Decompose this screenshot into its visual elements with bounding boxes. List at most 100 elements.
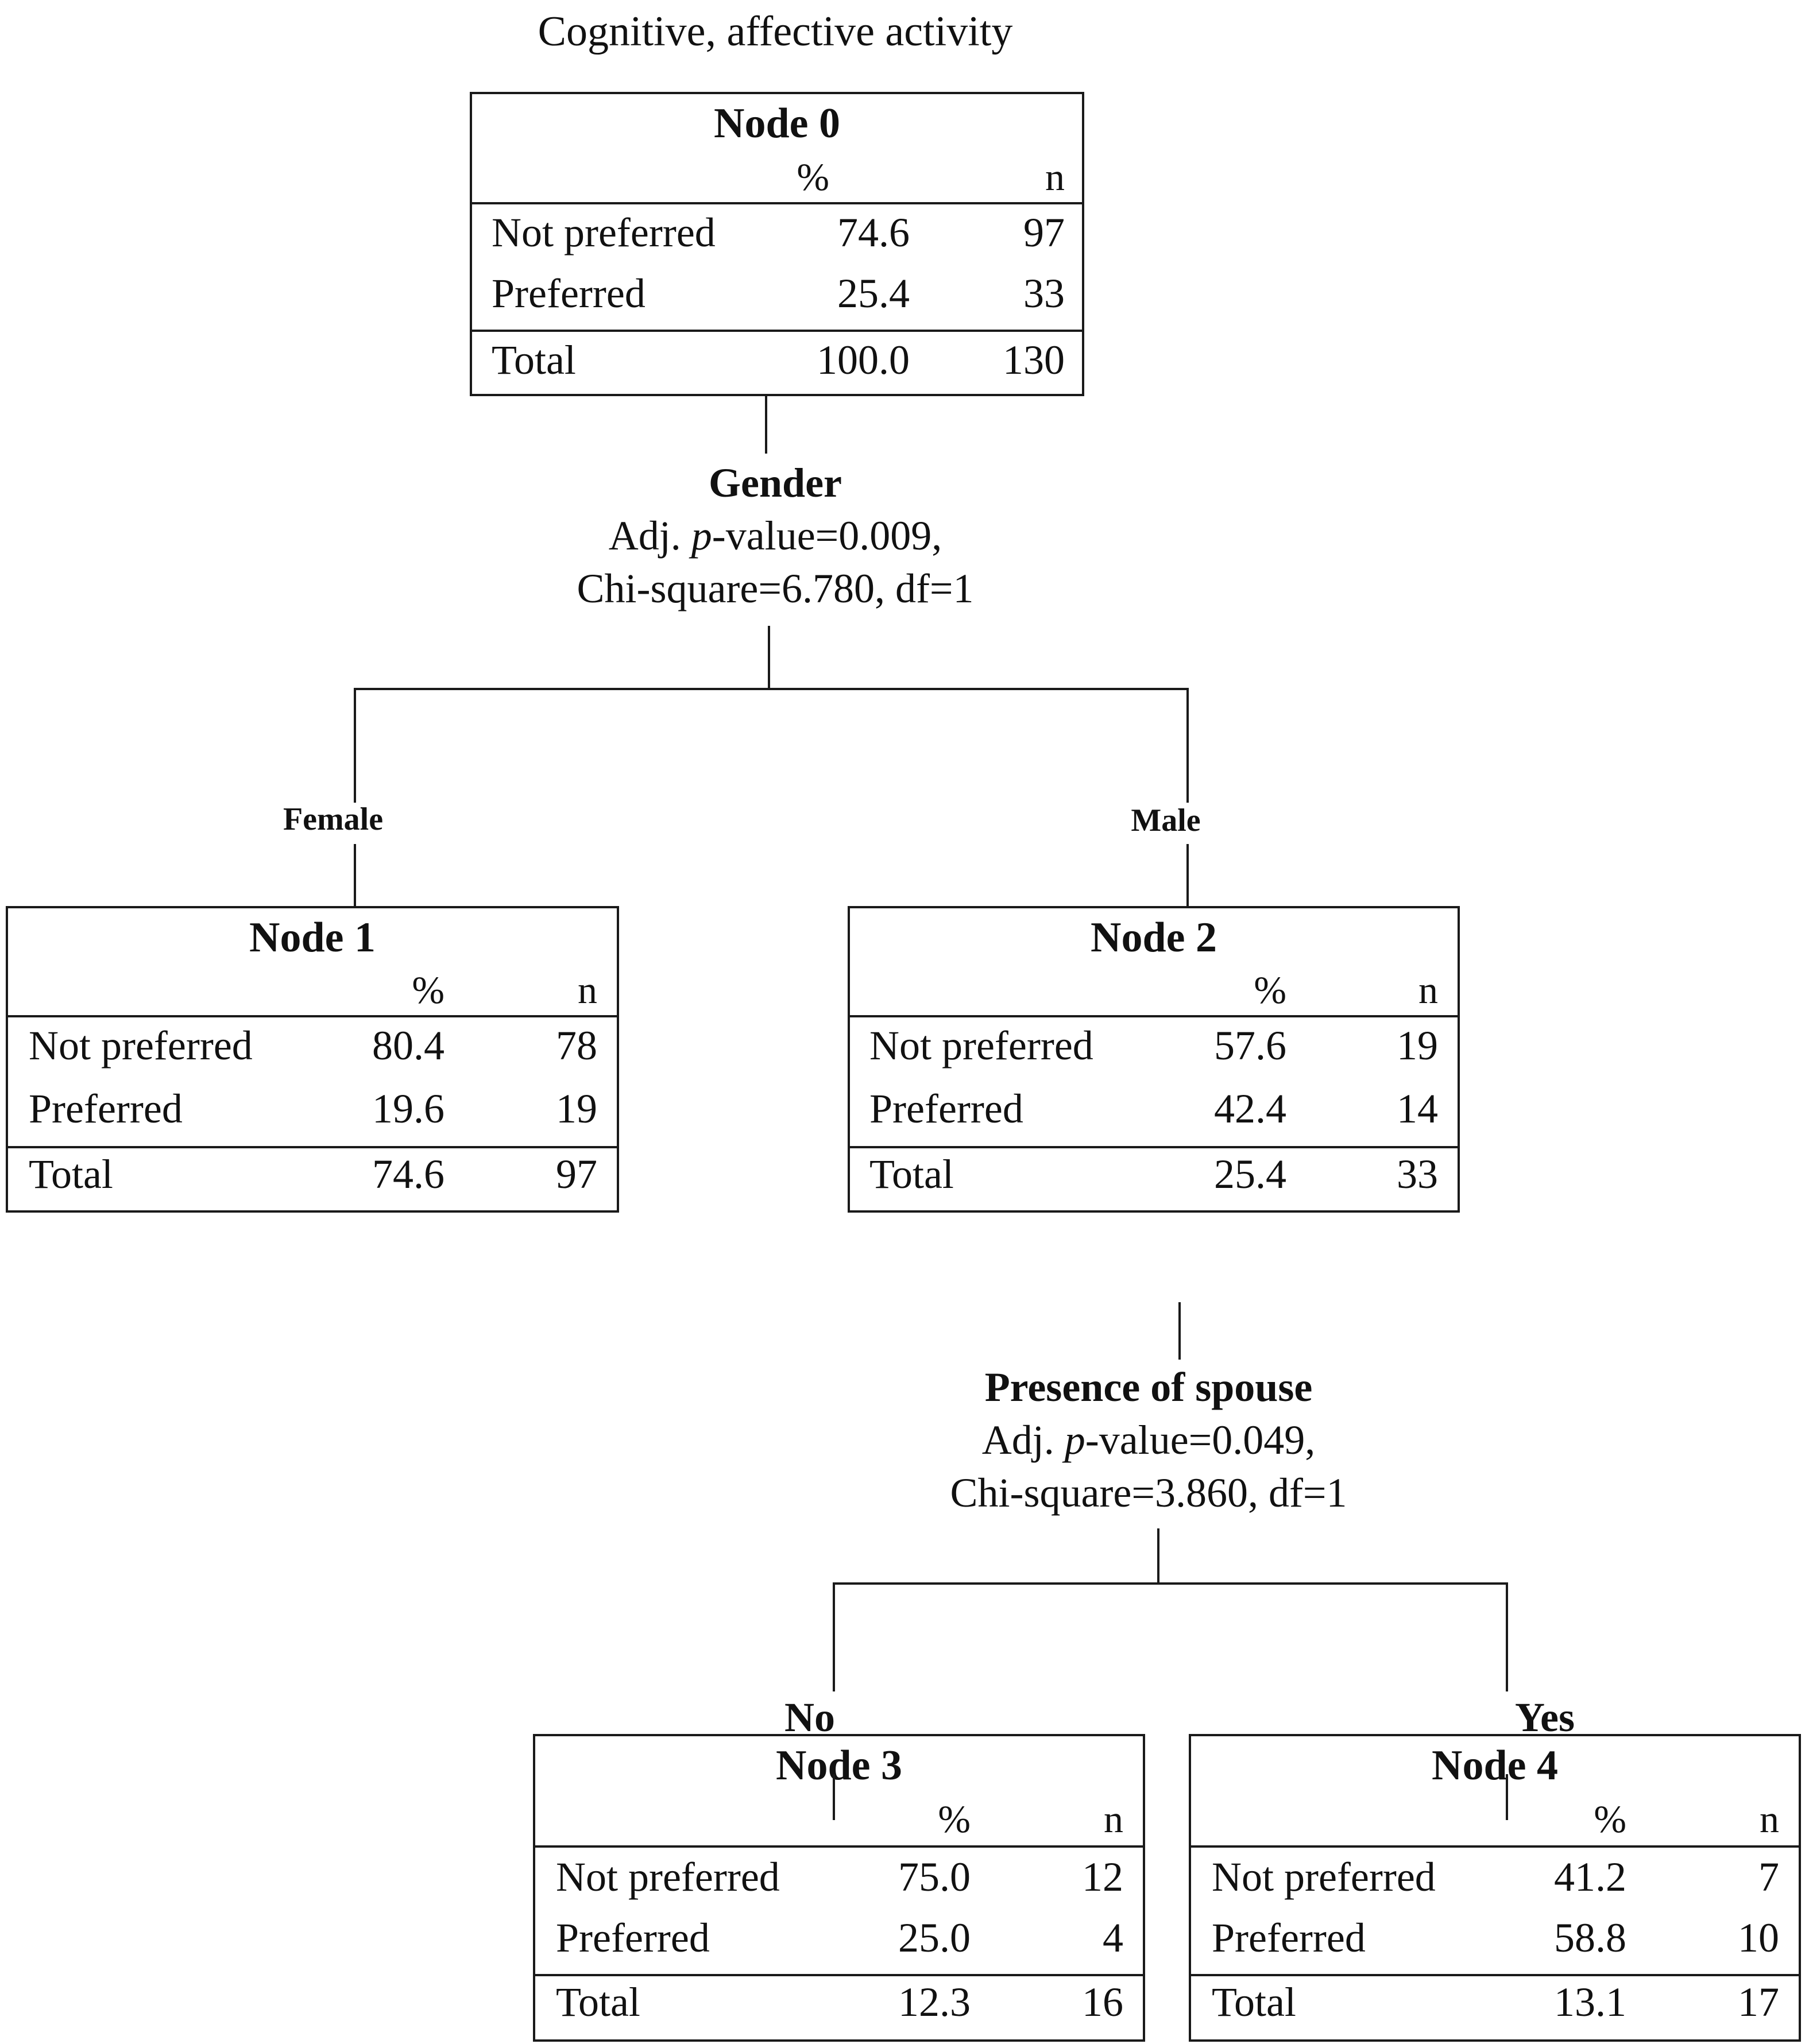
- row-label-preferred: Preferred: [29, 1086, 183, 1132]
- total-divider: [850, 1146, 1458, 1148]
- split-gender: Gender Adj. p-value=0.009, Chi-square=6.…: [402, 456, 1149, 615]
- n-header: n: [1418, 968, 1438, 1012]
- node-title: Node 0: [714, 100, 840, 147]
- row-label-not-preferred: Not preferred: [492, 210, 716, 256]
- row-label-total: Total: [556, 1979, 640, 2025]
- split-p-value: Adj. p-value=0.049,: [747, 1414, 1551, 1466]
- preferred-pct: 58.8: [1554, 1915, 1626, 1961]
- row-label-preferred: Preferred: [556, 1915, 710, 1961]
- connector-line: [1186, 688, 1189, 803]
- pct-header: %: [1254, 968, 1286, 1012]
- branch-label-female: Female: [283, 802, 384, 837]
- connector-line: [354, 688, 356, 803]
- branch-label-no: No: [784, 1694, 835, 1740]
- connector-line: [833, 1582, 1508, 1585]
- preferred-n: 4: [1103, 1915, 1123, 1961]
- connector-line: [833, 1582, 835, 1691]
- pct-header: %: [1594, 1797, 1626, 1841]
- preferred-pct: 19.6: [372, 1086, 444, 1132]
- total-n: 16: [1082, 1979, 1123, 2025]
- connector-line: [768, 626, 770, 689]
- total-pct: 12.3: [898, 1979, 971, 2025]
- row-label-preferred: Preferred: [492, 270, 645, 316]
- split-p-value: Adj. p-value=0.009,: [402, 509, 1149, 562]
- total-pct: 25.4: [1214, 1151, 1286, 1197]
- preferred-n: 10: [1738, 1915, 1779, 1961]
- node-0-table: Node 0 % n Not preferred 74.6 97 Preferr…: [470, 92, 1084, 396]
- branch-label-male: Male: [1131, 803, 1201, 838]
- p-italic: p: [691, 513, 712, 559]
- row-label-total: Total: [1212, 1979, 1296, 2025]
- header-divider: [535, 1845, 1143, 1848]
- row-label-not-preferred: Not preferred: [556, 1854, 780, 1900]
- row-label-total: Total: [869, 1151, 954, 1197]
- node-title: Node 3: [776, 1742, 902, 1789]
- connector-line: [1186, 844, 1189, 907]
- split-chi-square: Chi-square=6.780, df=1: [577, 566, 974, 611]
- not-preferred-pct: 41.2: [1554, 1854, 1626, 1900]
- row-label-total: Total: [29, 1151, 113, 1197]
- connector-line: [354, 844, 356, 907]
- total-pct: 74.6: [372, 1151, 444, 1197]
- bottom-border: [1191, 2039, 1799, 2042]
- connector-line: [1157, 1528, 1159, 1584]
- total-n: 130: [1003, 337, 1065, 383]
- not-preferred-n: 78: [556, 1023, 597, 1069]
- header-divider: [8, 1015, 617, 1017]
- node-title: Node 4: [1432, 1742, 1558, 1789]
- split-presence-of-spouse: Presence of spouse Adj. p-value=0.049, C…: [747, 1361, 1551, 1519]
- preferred-n: 19: [556, 1086, 597, 1132]
- preferred-pct: 42.4: [1214, 1086, 1286, 1132]
- connector-line: [765, 396, 767, 454]
- not-preferred-n: 97: [1023, 210, 1065, 256]
- total-divider: [1191, 1974, 1799, 1976]
- p-value-text: -value=0.009,: [712, 513, 942, 559]
- total-divider: [535, 1974, 1143, 1976]
- n-header: n: [1045, 155, 1065, 199]
- total-pct: 13.1: [1554, 1979, 1626, 2025]
- row-label-not-preferred: Not preferred: [869, 1023, 1093, 1069]
- pct-header: %: [938, 1797, 971, 1841]
- node-1-table: Node 1 % n Not preferred 80.4 78 Preferr…: [6, 906, 619, 1213]
- row-label-not-preferred: Not preferred: [29, 1023, 253, 1069]
- branch-label-yes: Yes: [1515, 1694, 1575, 1740]
- row-label-total: Total: [492, 337, 576, 383]
- total-pct: 100.0: [817, 337, 910, 383]
- node-4-table: Node 4 % n Not preferred 41.2 7 Preferre…: [1189, 1734, 1801, 2042]
- connector-line: [1178, 1302, 1181, 1360]
- total-n: 33: [1397, 1151, 1438, 1197]
- total-divider: [472, 330, 1082, 332]
- row-label-preferred: Preferred: [869, 1086, 1023, 1132]
- node-3-table: Node 3 % n Not preferred 75.0 12 Preferr…: [533, 1734, 1145, 2042]
- not-preferred-pct: 75.0: [898, 1854, 971, 1900]
- not-preferred-pct: 74.6: [837, 210, 910, 256]
- total-divider: [8, 1146, 617, 1148]
- pct-header: %: [797, 155, 829, 199]
- bottom-border: [8, 1210, 617, 1213]
- bottom-border: [535, 2039, 1143, 2042]
- row-label-not-preferred: Not preferred: [1212, 1854, 1436, 1900]
- header-divider: [850, 1015, 1458, 1017]
- not-preferred-n: 19: [1397, 1023, 1438, 1069]
- header-divider: [472, 202, 1082, 204]
- preferred-n: 33: [1023, 270, 1065, 316]
- not-preferred-pct: 57.6: [1214, 1023, 1286, 1069]
- preferred-pct: 25.0: [898, 1915, 971, 1961]
- total-n: 17: [1738, 1979, 1779, 2025]
- node-title: Node 2: [1091, 914, 1217, 961]
- bottom-border: [472, 394, 1082, 396]
- preferred-pct: 25.4: [837, 270, 910, 316]
- bottom-border: [850, 1210, 1458, 1213]
- header-divider: [1191, 1845, 1799, 1848]
- connector-line: [1506, 1774, 1508, 1820]
- connector-line: [354, 688, 1189, 690]
- not-preferred-n: 12: [1082, 1854, 1123, 1900]
- row-label-preferred: Preferred: [1212, 1915, 1366, 1961]
- split-chi-square: Chi-square=3.860, df=1: [950, 1470, 1347, 1516]
- diagram-title: Cognitive, affective activity: [538, 8, 1013, 55]
- pct-header: %: [412, 968, 444, 1012]
- adj-prefix: Adj.: [608, 513, 691, 559]
- connector-line: [833, 1774, 835, 1820]
- adj-prefix: Adj.: [981, 1417, 1065, 1463]
- node-2-table: Node 2 % n Not preferred 57.6 19 Preferr…: [848, 906, 1460, 1213]
